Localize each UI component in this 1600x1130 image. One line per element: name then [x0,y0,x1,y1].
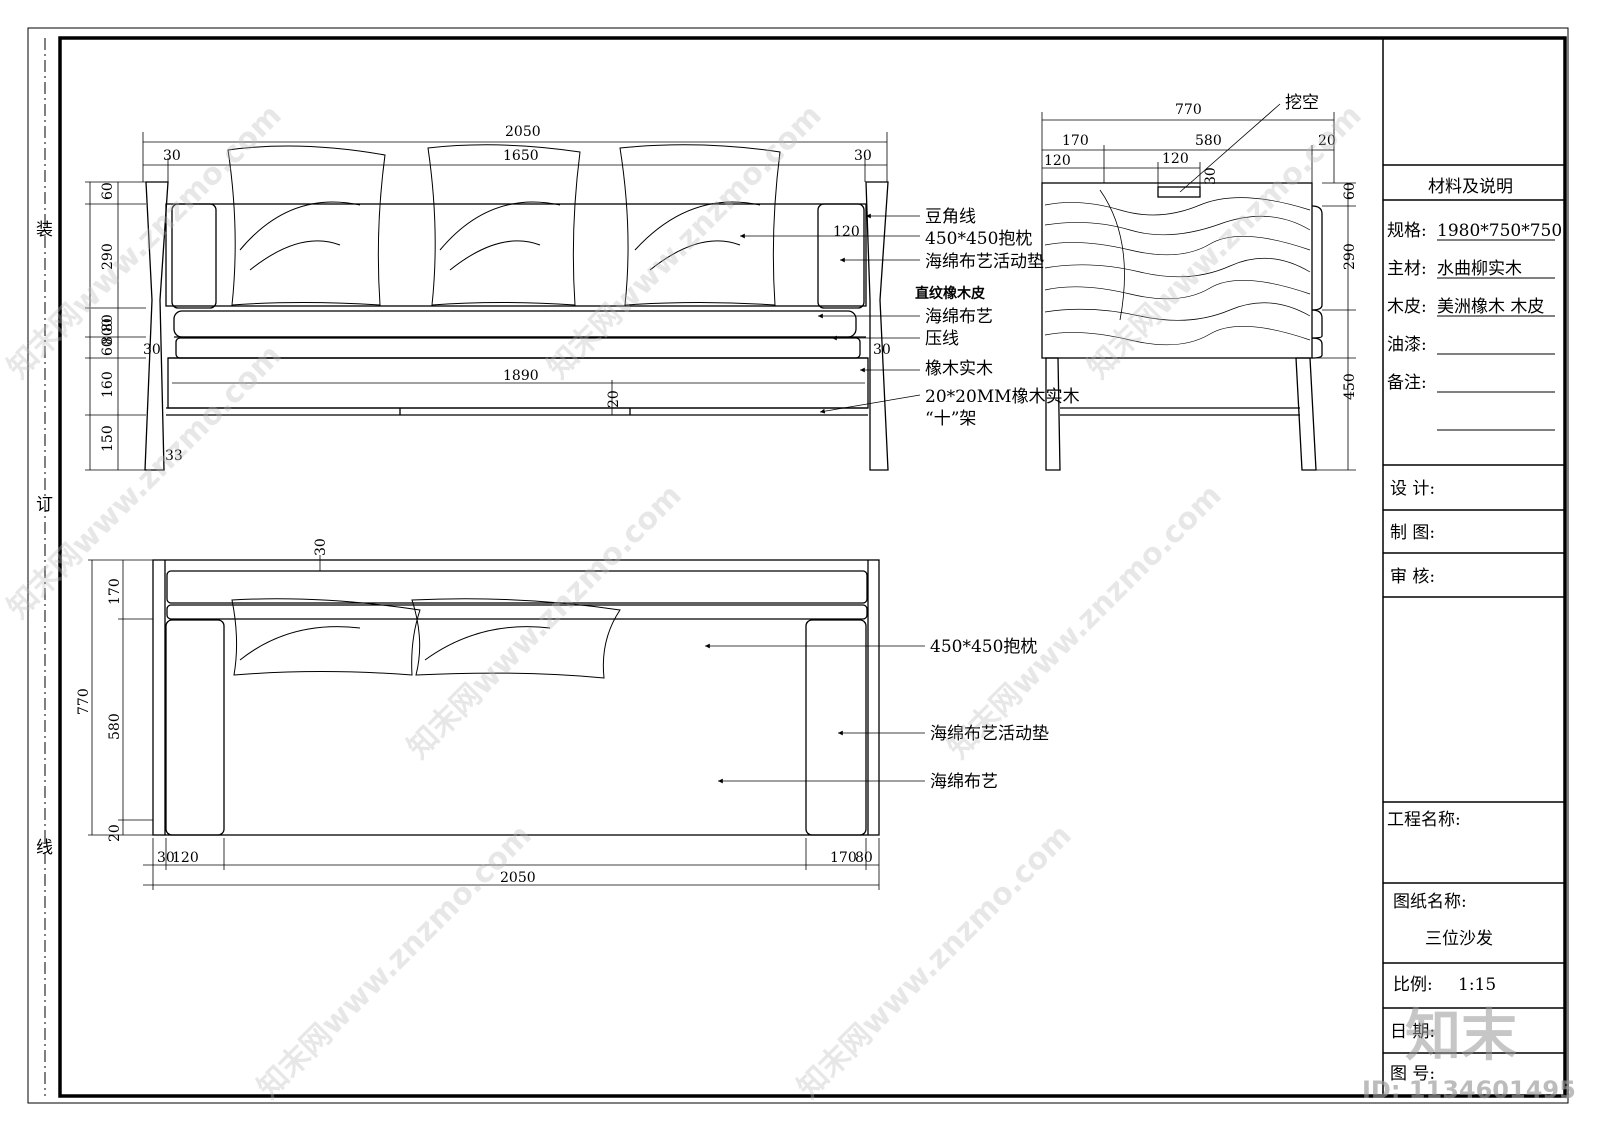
side-dim-f: 30 [1203,167,1219,185]
tb-design: 设 计: [1390,479,1435,499]
watermark-layer: 知末网www.znzmo.com 知末网www.znzmo.com 知末网www… [1,98,1369,1106]
front-dim-angle: 33 [165,448,183,464]
watermark-text: 知末网www.znzmo.com [251,818,539,1106]
plan-leaders [705,643,925,784]
side-dim-c: 20 [1318,133,1336,149]
side-elevation [1041,182,1323,471]
tb-paint-label: 油漆: [1387,335,1427,355]
tb-header: 材料及说明 [1428,177,1513,197]
tb-spec-value: 1980*750*750 [1437,221,1562,241]
watermark-text: 知末网www.znzmo.com [1081,98,1369,386]
front-dim-middle: 1650 [503,148,539,164]
plan-dim-b170: 170 [830,850,857,866]
note-oak-veneer: 直纹橡木皮 [915,285,985,302]
front-dim-right-side: 30 [854,148,872,164]
watermark-text: 知末网www.znzmo.com [941,478,1229,766]
side-dim-v60: 60 [1342,182,1358,200]
side-dim-v290: 290 [1342,243,1358,270]
tb-draw: 制 图: [1390,523,1435,543]
plan-dim-b80: 80 [855,850,873,866]
front-dim-v160: 160 [100,371,116,398]
side-dim-v450: 450 [1342,373,1358,400]
tb-check: 审 核: [1390,567,1435,587]
tb-scale: 1:15 [1458,975,1496,995]
front-dim-leg-right: 30 [873,342,891,358]
tb-main-label: 主材: [1387,259,1427,279]
title-block-underlines [1437,239,1555,431]
side-dim-b: 580 [1195,133,1222,149]
plan-view [152,559,880,836]
note-pillow: 450*450抱枕 [925,229,1032,249]
front-dim-total-height: 800 [100,318,116,345]
note-cross-frame: “十”架 [925,409,976,429]
note-plan-pillow: 450*450抱枕 [930,637,1037,657]
front-dim-left-side: 30 [163,148,181,164]
front-dim-total-width: 2050 [505,124,541,140]
title-block [1382,38,1565,1096]
tb-spec-label: 规格: [1387,221,1427,241]
side-dim-total: 770 [1175,102,1202,118]
side-dim-d: 120 [1044,153,1071,169]
watermark-text: 知末网www.znzmo.com [541,98,829,386]
plan-dim-v170: 170 [107,578,123,605]
tb-drawing-name: 三位沙发 [1425,929,1493,949]
front-leaders [740,213,921,414]
plan-dim-top: 30 [313,538,329,556]
binding-label-xian: 线 [36,838,53,858]
binding-label-ding: 订 [36,495,53,515]
tb-veneer-value: 美洲橡木 木皮 [1437,297,1544,317]
plan-dimension-lines [88,555,880,890]
note-plan-fabric: 海绵布艺 [930,772,998,792]
front-dim-v290: 290 [100,243,116,270]
binding-label-zhuang: 装 [36,220,53,240]
side-dim-e: 120 [1162,151,1189,167]
front-dim-inner-width: 1890 [503,368,539,384]
front-elevation [144,144,889,471]
tb-number-label: 图 号: [1390,1064,1435,1084]
side-dimension-lines [1041,103,1356,471]
front-dim-leg-left: 30 [143,342,161,358]
plan-dim-b120: 120 [172,850,199,866]
note-sponge-fabric: 海绵布艺 [925,307,993,327]
plan-dim-total: 2050 [500,870,536,886]
tb-project: 工程名称: [1387,810,1461,830]
sheet-border [27,27,1569,1104]
tb-veneer-label: 木皮: [1387,297,1427,317]
note-removable-cushion: 海绵布艺活动垫 [925,252,1044,272]
front-dim-v80: 80 [100,314,116,332]
front-dimension-lines [85,132,888,471]
note-plan-cushion: 海绵布艺活动垫 [930,724,1049,744]
note-press-line: 压线 [925,329,959,349]
brand-logo: 知末 [1405,1004,1517,1069]
watermark-text: 知末网www.znzmo.com [1,338,289,626]
plan-dim-v770: 770 [76,688,92,715]
side-dim-a: 170 [1062,133,1089,149]
note-oak-frame: 20*20MM橡木实木 [925,387,1080,407]
front-dim-v60: 60 [100,182,116,200]
plan-dim-b30: 30 [157,850,175,866]
front-dim-arm: 120 [833,224,860,240]
front-dim-gap: 20 [606,390,622,408]
watermark-text: 知末网www.znzmo.com [401,478,689,766]
front-dim-v60b: 60 [100,338,116,356]
tb-date-label: 日 期: [1390,1022,1435,1042]
tb-remark-label: 备注: [1387,373,1427,393]
tb-scale-label: 比例: [1393,975,1433,995]
tb-drawing-name-label: 图纸名称: [1393,892,1467,912]
tb-main-value: 水曲柳实木 [1437,259,1522,279]
plan-dim-v20: 20 [107,824,123,842]
plan-dim-v580: 580 [107,713,123,740]
front-dim-v150: 150 [100,425,116,452]
note-hollow: 挖空 [1285,93,1319,113]
note-bead-line: 豆角线 [925,207,976,227]
note-oak-solid: 橡木实木 [925,359,993,379]
image-id-label: ID: 1134601495 [1362,1076,1576,1104]
